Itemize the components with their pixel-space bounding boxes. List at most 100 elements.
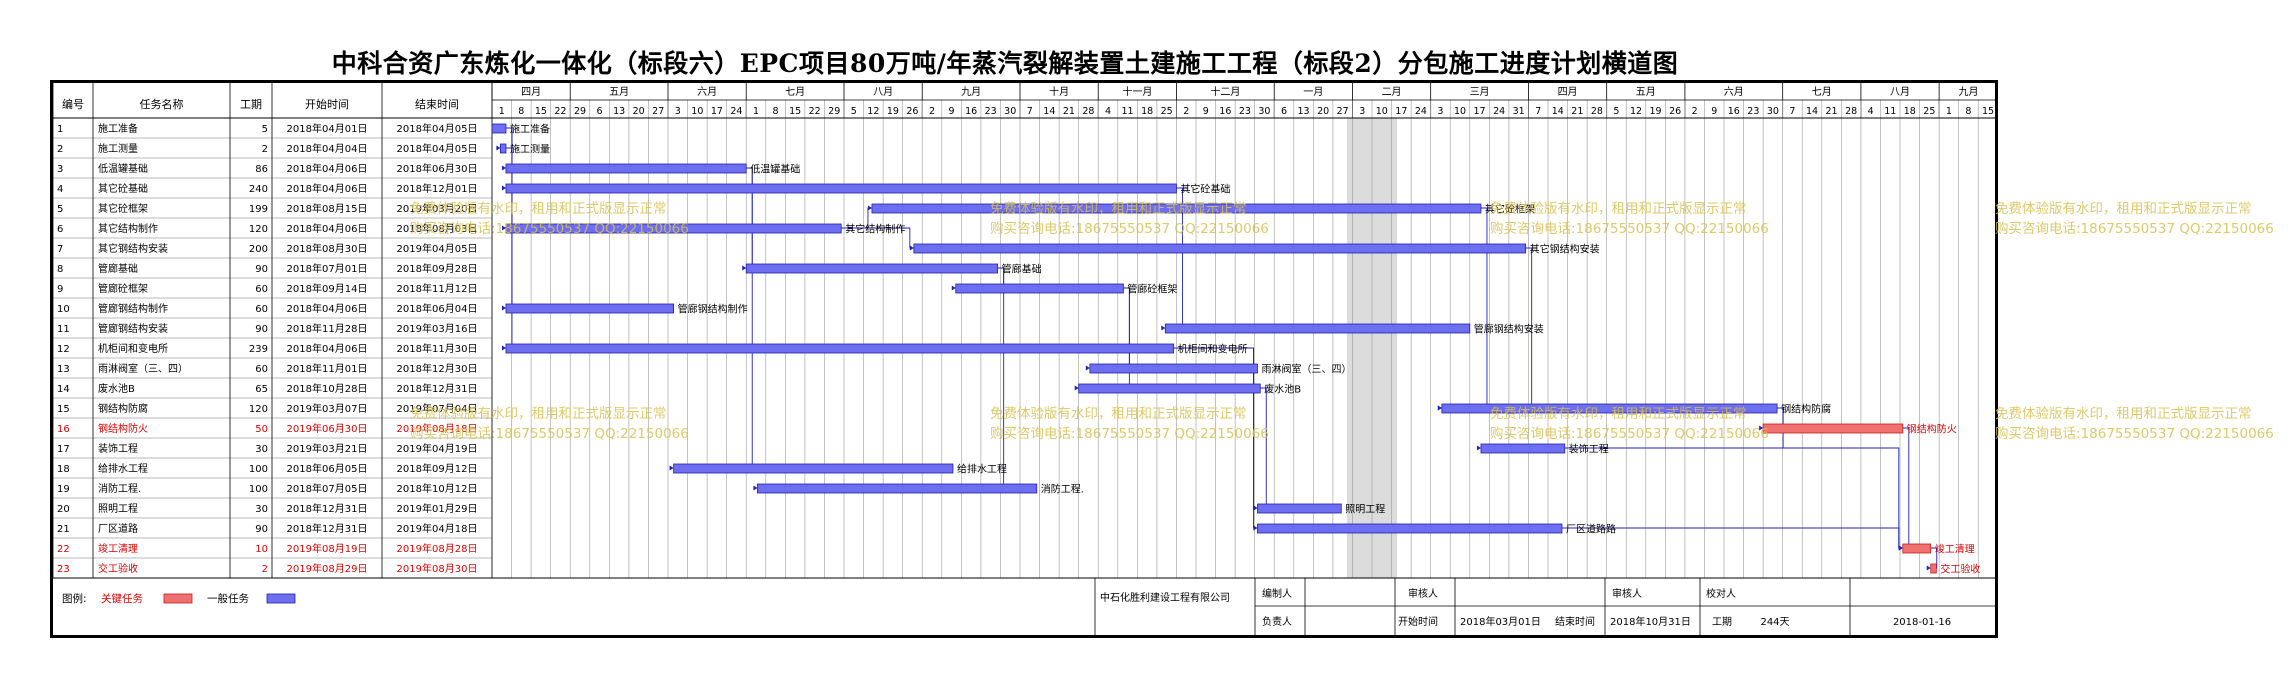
task-end: 2019年04月19日 [397, 442, 478, 455]
task-id: 8 [57, 264, 63, 275]
watermark-line2: 购买咨询电话:18675550537 QQ:22150066 [1995, 221, 2274, 237]
dependency-link [505, 147, 513, 349]
task-start: 2018年11月01日 [287, 362, 368, 375]
dependency-arrow [501, 185, 506, 191]
day-tick-label: 4 [1105, 106, 1111, 117]
task-id: 1 [57, 124, 63, 135]
task-bar-label: 其它结构制作 [845, 223, 905, 236]
task-duration: 30 [255, 504, 268, 515]
watermark-line1: 免费体验版有水印，租用和正式版显示正常 [410, 201, 667, 217]
dependency-arrow [1759, 425, 1764, 431]
task-name: 管廊基础 [98, 262, 138, 275]
day-tick-label: 25 [1923, 106, 1935, 117]
day-tick-label: 9 [1203, 106, 1209, 117]
footer-start-value: 2018年03月01日 [1460, 615, 1541, 628]
task-duration: 90 [255, 264, 268, 275]
month-label: 十一月 [1122, 85, 1152, 98]
footer-approver-label: 审核人 [1612, 587, 1642, 600]
task-bar-label: 装饰工程 [1569, 443, 1609, 456]
month-label: 七月 [1812, 86, 1832, 98]
task-id: 21 [57, 524, 70, 535]
dependency-link [757, 267, 1005, 489]
footer-end-value: 2018年10月31日 [1610, 615, 1691, 628]
dependency-arrow [1437, 405, 1442, 411]
task-bar-label: 给排水工程 [957, 463, 1007, 476]
footer-dur-label: 工期 [1712, 616, 1732, 628]
task-id: 19 [57, 484, 70, 495]
day-tick-label: 1 [1946, 106, 1952, 117]
task-id: 11 [57, 324, 70, 335]
task-start: 2018年04月06日 [287, 162, 368, 175]
task-start: 2018年06月05日 [287, 462, 368, 475]
footer-compiler-label: 编制人 [1262, 587, 1292, 600]
legend-critical-text: 关键任务 [101, 592, 143, 605]
dependency-link [1089, 287, 1130, 369]
task-bar-label: 钢结构防火 [1907, 423, 1957, 436]
task-name: 钢结构防火 [98, 422, 148, 435]
day-tick-label: 16 [1219, 106, 1231, 117]
watermark-line2: 购买咨询电话:18675550537 QQ:22150066 [1490, 221, 1769, 237]
watermark-line1: 免费体验版有水印，租用和正式版显示正常 [990, 406, 1247, 422]
col-end-header: 结束时间 [415, 98, 459, 111]
task-bar [913, 243, 1527, 254]
task-duration: 60 [255, 304, 268, 315]
task-start: 2018年04月04日 [287, 142, 368, 155]
task-end: 2018年06月04日 [397, 302, 478, 315]
task-end: 2018年04月05日 [397, 122, 478, 135]
task-duration: 50 [255, 424, 268, 435]
month-label: 六月 [1724, 86, 1744, 98]
task-end: 2019年03月16日 [397, 322, 478, 335]
task-start: 2018年04月06日 [287, 182, 368, 195]
col-name-header: 任务名称 [140, 97, 184, 111]
watermark-line2: 购买咨询电话:18675550537 QQ:22150066 [410, 221, 689, 237]
day-tick-label: 7 [1027, 106, 1033, 117]
day-tick-label: 23 [985, 106, 997, 117]
month-label: 六月 [697, 86, 717, 98]
task-end: 2018年04月05日 [397, 142, 478, 155]
task-id: 4 [57, 184, 63, 195]
task-name: 管廊钢结构安装 [98, 322, 168, 335]
month-label: 四月 [521, 86, 541, 98]
day-tick-label: 8 [1965, 106, 1971, 117]
month-label: 一月 [1303, 86, 1323, 98]
task-bar [1078, 383, 1261, 394]
footer-checker-label: 校对人 [1706, 587, 1736, 600]
task-id: 9 [57, 284, 63, 295]
task-end: 2018年09月12日 [397, 462, 478, 475]
task-bar [505, 343, 1175, 354]
task-bar-label: 机柜间和变电所 [1178, 343, 1248, 356]
month-label: 九月 [1958, 86, 1978, 98]
task-start: 2018年04月06日 [287, 302, 368, 315]
task-name: 施工准备 [98, 122, 138, 135]
task-end: 2019年08月28日 [397, 542, 478, 555]
day-tick-label: 30 [1767, 106, 1779, 117]
day-tick-label: 13 [1298, 106, 1310, 117]
task-end: 2018年09月28日 [397, 262, 478, 275]
day-tick-label: 24 [1415, 106, 1427, 117]
task-duration: 239 [249, 344, 268, 355]
dependency-arrow [501, 225, 506, 231]
footer-reviewer-label: 审核人 [1408, 587, 1438, 600]
task-bar-label: 照明工程 [1345, 504, 1385, 516]
task-id: 16 [57, 424, 70, 435]
task-name: 消防工程. [98, 482, 141, 495]
task-end: 2018年08月03日 [397, 222, 478, 235]
day-tick-label: 6 [1281, 106, 1287, 117]
day-tick-label: 12 [1630, 106, 1642, 117]
watermark-line2: 购买咨询电话:18675550537 QQ:22150066 [990, 426, 1269, 442]
task-bar [1930, 563, 1937, 574]
watermark-line1: 免费体验版有水印，租用和正式版显示正常 [1490, 201, 1747, 217]
task-name: 机柜间和变电所 [98, 342, 168, 355]
watermark-line2: 购买咨询电话:18675550537 QQ:22150066 [1995, 426, 2274, 442]
task-end: 2019年07月04日 [397, 402, 478, 415]
day-tick-label: 19 [1650, 106, 1662, 117]
day-tick-label: 29 [574, 106, 586, 117]
dependency-link [746, 167, 753, 269]
watermark-line1: 免费体验版有水印，租用和正式版显示正常 [1995, 406, 2252, 422]
task-duration: 200 [249, 244, 268, 255]
task-start: 2018年12月31日 [287, 502, 368, 515]
task-duration: 60 [255, 364, 268, 375]
task-end: 2019年08月18日 [397, 422, 478, 435]
month-label: 十二月 [1210, 85, 1240, 98]
task-id: 3 [57, 164, 63, 175]
